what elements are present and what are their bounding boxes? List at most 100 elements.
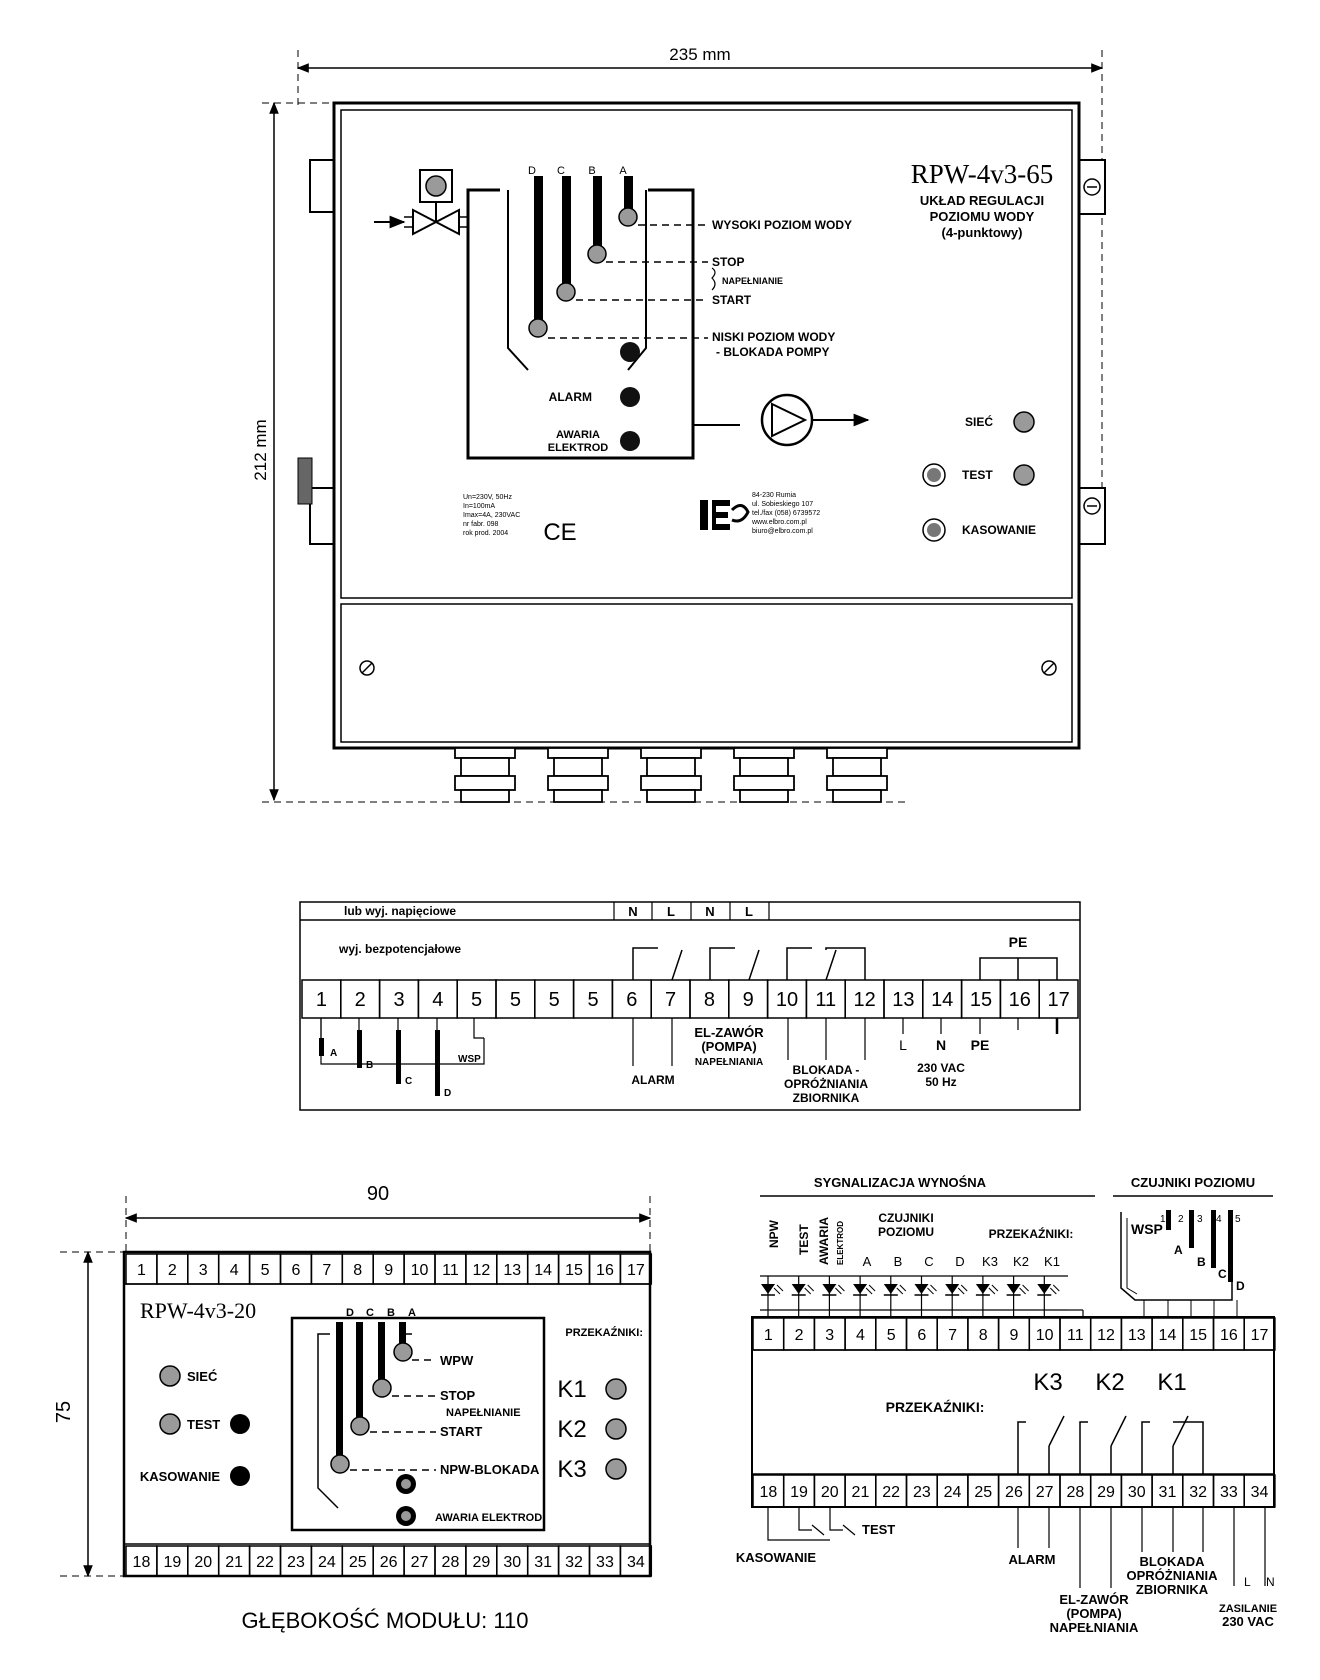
module-top-terminal-number: 15 <box>565 1262 583 1279</box>
wiring-relay-k2: K2 <box>1095 1369 1124 1396</box>
wiring-sensor-d: D <box>955 1254 964 1269</box>
wiring-valve-3: NAPEŁNIANIA <box>1050 1620 1139 1635</box>
module-top-terminal-number: 6 <box>291 1262 300 1279</box>
address-line-5: biuro@elbro.com.pl <box>752 528 813 535</box>
terminal-number: 10 <box>776 989 798 1011</box>
network-led <box>1013 411 1035 433</box>
wiring-top-terminal-number: 17 <box>1251 1327 1269 1344</box>
wiring-relay-k1: K1 <box>1157 1369 1186 1396</box>
wiring-top-terminal-number: 16 <box>1220 1327 1238 1344</box>
ts-block-1: BLOKADA - <box>793 1063 860 1077</box>
module-top-terminal-number: 3 <box>199 1262 208 1279</box>
level-stop-label: STOP <box>712 255 744 269</box>
module-relay-k3-led <box>605 1458 627 1480</box>
ts-supply-pe: PE <box>971 1037 990 1053</box>
ts-supply-l: L <box>899 1037 907 1053</box>
module-bottom-terminal-number: 28 <box>442 1554 460 1571</box>
sensor-num-3: 3 <box>1197 1214 1203 1225</box>
level-filling-label: NAPEŁNIANIE <box>722 276 783 286</box>
ts-electrode-b: B <box>366 1060 373 1071</box>
electrode-b-label: B <box>588 165 595 177</box>
spec-line-1: Un=230V, 50Hz <box>463 494 512 501</box>
module-wiring-diagram: SYGNALIZACJA WYNOŚNA CZUJNIKI POZIOMU NP… <box>736 1175 1277 1635</box>
wiring-alarm-label: ALARM <box>1009 1552 1056 1567</box>
wiring-bottom-terminal-number: 18 <box>759 1484 777 1501</box>
module-reset-button[interactable] <box>230 1466 250 1486</box>
sensor-num-1: 1 <box>1160 1214 1166 1225</box>
ce-mark: CE <box>543 519 576 546</box>
module-height-dimension: 75 <box>53 1401 75 1423</box>
spec-line-5: rok prod. 2004 <box>463 530 508 537</box>
ts-valve-3: NAPEŁNIANIA <box>695 1057 763 1068</box>
module-reset-label: KASOWANIE <box>140 1469 221 1484</box>
wiring-test-label: TEST <box>797 1224 811 1255</box>
wiring-top-terminal-number: 2 <box>795 1327 804 1344</box>
wiring-top-terminal-number: 15 <box>1189 1327 1207 1344</box>
module-relay-k2: K2 <box>557 1416 586 1443</box>
terminal-number: 9 <box>743 989 754 1011</box>
ts-block-3: ZBIORNIKA <box>793 1091 860 1105</box>
pe-label: PE <box>1009 934 1028 950</box>
module-top-terminal-number: 7 <box>322 1262 331 1279</box>
wiring-top-terminal-number: 9 <box>1009 1327 1018 1344</box>
module-width-dimension: 90 <box>367 1183 389 1205</box>
subtitle-line-3: (4-punktowy) <box>942 225 1023 240</box>
wiring-top-terminal-number: 12 <box>1097 1327 1115 1344</box>
header-l-2: L <box>745 904 753 919</box>
module-top-terminal-number: 11 <box>442 1262 459 1279</box>
wiring-bottom-terminal-number: 22 <box>882 1484 900 1501</box>
level-low-block-label: - BLOKADA POMPY <box>716 345 830 359</box>
led-diode-icon <box>975 1284 990 1294</box>
wiring-supply-l: L <box>1244 1575 1251 1589</box>
fault-label-2: ELEKTROD <box>548 442 609 454</box>
terminal-number: 14 <box>931 989 953 1011</box>
module-top-terminal-number: 1 <box>137 1262 146 1279</box>
wiring-sensor-c: C <box>924 1254 933 1269</box>
alarm-label: ALARM <box>549 390 592 404</box>
subtitle-line-2: POZIOMU WODY <box>930 209 1035 224</box>
module-level-start: START <box>440 1424 482 1439</box>
module-electrode-d: D <box>346 1307 354 1319</box>
wiring-block-3: ZBIORNIKA <box>1136 1582 1209 1597</box>
module-top-terminal-number: 8 <box>353 1262 362 1279</box>
sensor-num-5: 5 <box>1235 1214 1241 1225</box>
module-top-terminal-number: 17 <box>627 1262 645 1279</box>
level-high-label: WYSOKI POZIOM WODY <box>712 218 852 232</box>
module-bottom-terminal-number: 18 <box>133 1554 151 1571</box>
terminal-number: 13 <box>892 989 914 1011</box>
terminal-number: 11 <box>815 989 836 1011</box>
module-bottom-terminal-number: 20 <box>194 1554 212 1571</box>
terminal-number: 2 <box>355 989 366 1011</box>
module-relays-title: PRZEKAŹNIKI: <box>565 1326 643 1339</box>
wiring-wsp: WSP <box>1131 1221 1163 1237</box>
led-diode-icon <box>761 1284 775 1294</box>
wiring-supply-n: N <box>1266 1575 1275 1589</box>
electrode-rods <box>528 176 638 338</box>
wiring-bottom-terminal-number: 23 <box>913 1484 931 1501</box>
module-bottom-terminal-cell <box>619 1545 653 1577</box>
terminal-cell <box>1038 979 1079 1019</box>
led-diode-icon <box>914 1284 929 1294</box>
terminal-number: 8 <box>704 989 715 1011</box>
wiring-relay-label-k3: K3 <box>982 1254 998 1269</box>
ts-electrode-a: A <box>330 1048 337 1059</box>
wiring-bottom-terminal-number: 33 <box>1220 1484 1238 1501</box>
valve-icon <box>374 169 468 236</box>
voltage-output-header: lub wyj. napięciowe <box>344 904 456 918</box>
wiring-top-terminal-number: 14 <box>1159 1327 1177 1344</box>
sensor-letter-b: B <box>1197 1255 1206 1269</box>
wiring-top-terminal-number: 11 <box>1067 1327 1084 1344</box>
reset-label: KASOWANIE <box>962 523 1036 537</box>
module-test-label: TEST <box>187 1417 220 1432</box>
module-electrode-a: A <box>408 1307 416 1319</box>
module-bottom-terminal-number: 27 <box>411 1554 429 1571</box>
wiring-supply-1: ZASILANIE <box>1219 1603 1277 1615</box>
module-bottom-terminal-number: 32 <box>565 1554 583 1571</box>
led-diode-icon <box>853 1284 868 1294</box>
terminal-number: 17 <box>1047 989 1069 1011</box>
wiring-fault-label-2: ELEKTROD <box>836 1221 845 1265</box>
fault-label-1: AWARIA <box>556 429 600 441</box>
wiring-top-terminal-number: 13 <box>1128 1327 1146 1344</box>
module-test-button[interactable] <box>230 1414 250 1434</box>
module-bottom-terminal-number: 26 <box>380 1554 398 1571</box>
